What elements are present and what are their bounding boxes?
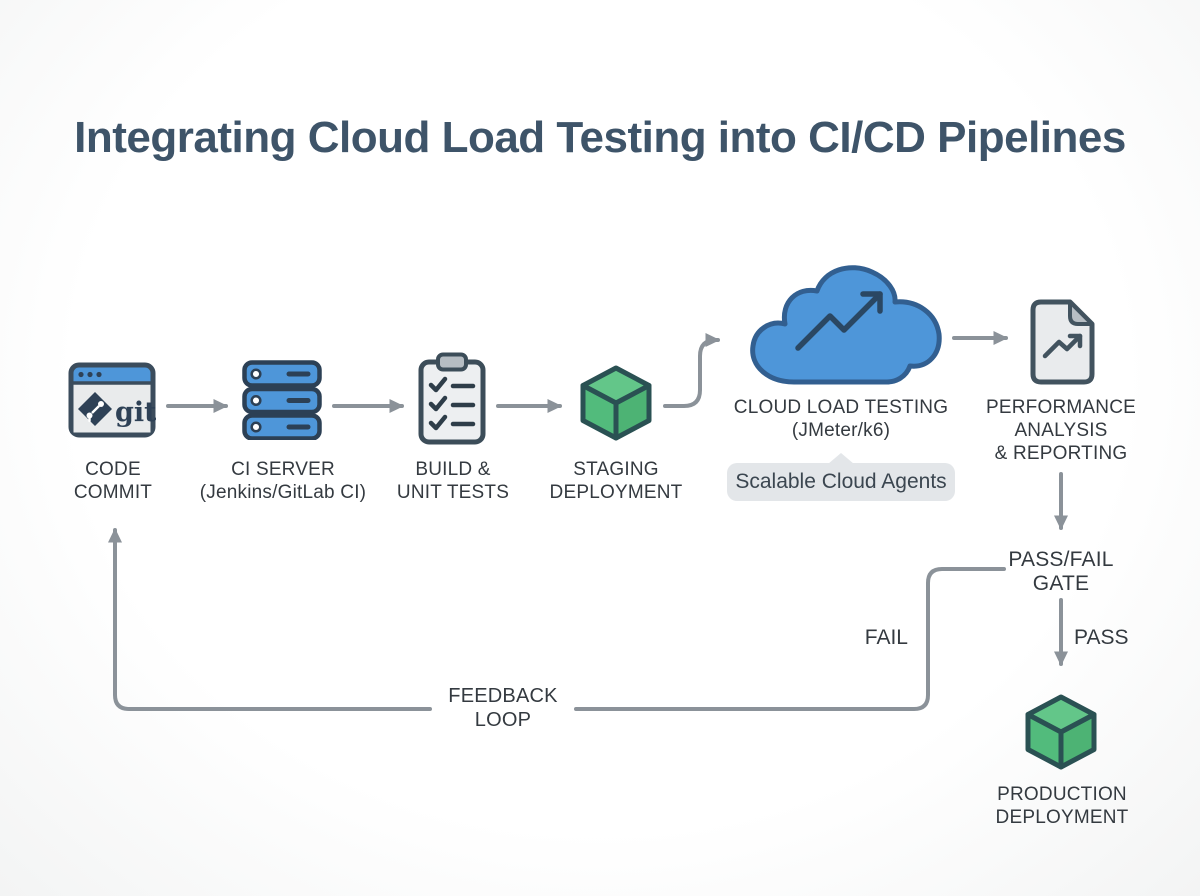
node-staging-deployment	[577, 364, 655, 442]
node-production-deployment	[1022, 693, 1100, 771]
node-label-ci-server: CI SERVER (Jenkins/GitLab CI)	[199, 459, 367, 503]
fail-path	[574, 567, 1006, 711]
browser-header	[71, 365, 153, 383]
folded-corner	[1068, 300, 1094, 326]
node-build-unit-tests	[418, 352, 486, 446]
badge-label: Scalable Cloud Agents	[735, 470, 947, 493]
checklist-clipboard-icon	[418, 352, 486, 445]
node-label-performance-analysis: PERFORMANCE ANALYSIS & REPORTING	[986, 397, 1136, 464]
scalable-cloud-agents-badge: Scalable Cloud Agents	[727, 453, 955, 501]
production-cube-icon	[1025, 694, 1097, 770]
node-code-commit: git	[68, 362, 156, 438]
node-ci-server	[242, 360, 322, 440]
feedback-path	[108, 528, 432, 711]
feedback-loop-label: FEEDBACK LOOP	[448, 685, 558, 731]
node-performance-analysis	[1028, 298, 1098, 386]
git-wordmark: git	[115, 397, 156, 428]
node-label-production-deployment: PRODUCTION DEPLOYMENT	[995, 784, 1129, 828]
arrow-staging-to-cloud	[663, 333, 720, 408]
page-title: Integrating Cloud Load Testing into CI/C…	[74, 113, 1126, 163]
cloud-trend-arrow-icon	[750, 265, 942, 385]
server-stack-icon	[242, 360, 322, 440]
pass-label: PASS	[1074, 626, 1129, 649]
node-label-staging-deployment: STAGING DEPLOYMENT	[549, 459, 683, 503]
report-document-icon	[1030, 299, 1095, 385]
staging-cube-icon	[580, 365, 652, 441]
node-cloud-load-testing	[742, 254, 952, 390]
badge-pointer	[828, 453, 854, 464]
trend-arrow-icon	[1042, 333, 1083, 359]
git-browser-window-icon: git	[68, 362, 156, 438]
git-diamond-icon	[78, 392, 112, 426]
browser-dots-icon	[78, 371, 102, 378]
trend-arrow-icon	[795, 291, 883, 351]
node-label-cloud-load-testing: CLOUD LOAD TESTING (JMeter/k6)	[733, 397, 949, 441]
node-label-code-commit: CODE COMMIT	[73, 459, 153, 503]
node-label-build-unit-tests: BUILD & UNIT TESTS	[396, 459, 510, 503]
node-label-pass-fail-gate: PASS/FAIL GATE	[1008, 548, 1114, 595]
fail-label: FAIL	[864, 626, 908, 649]
